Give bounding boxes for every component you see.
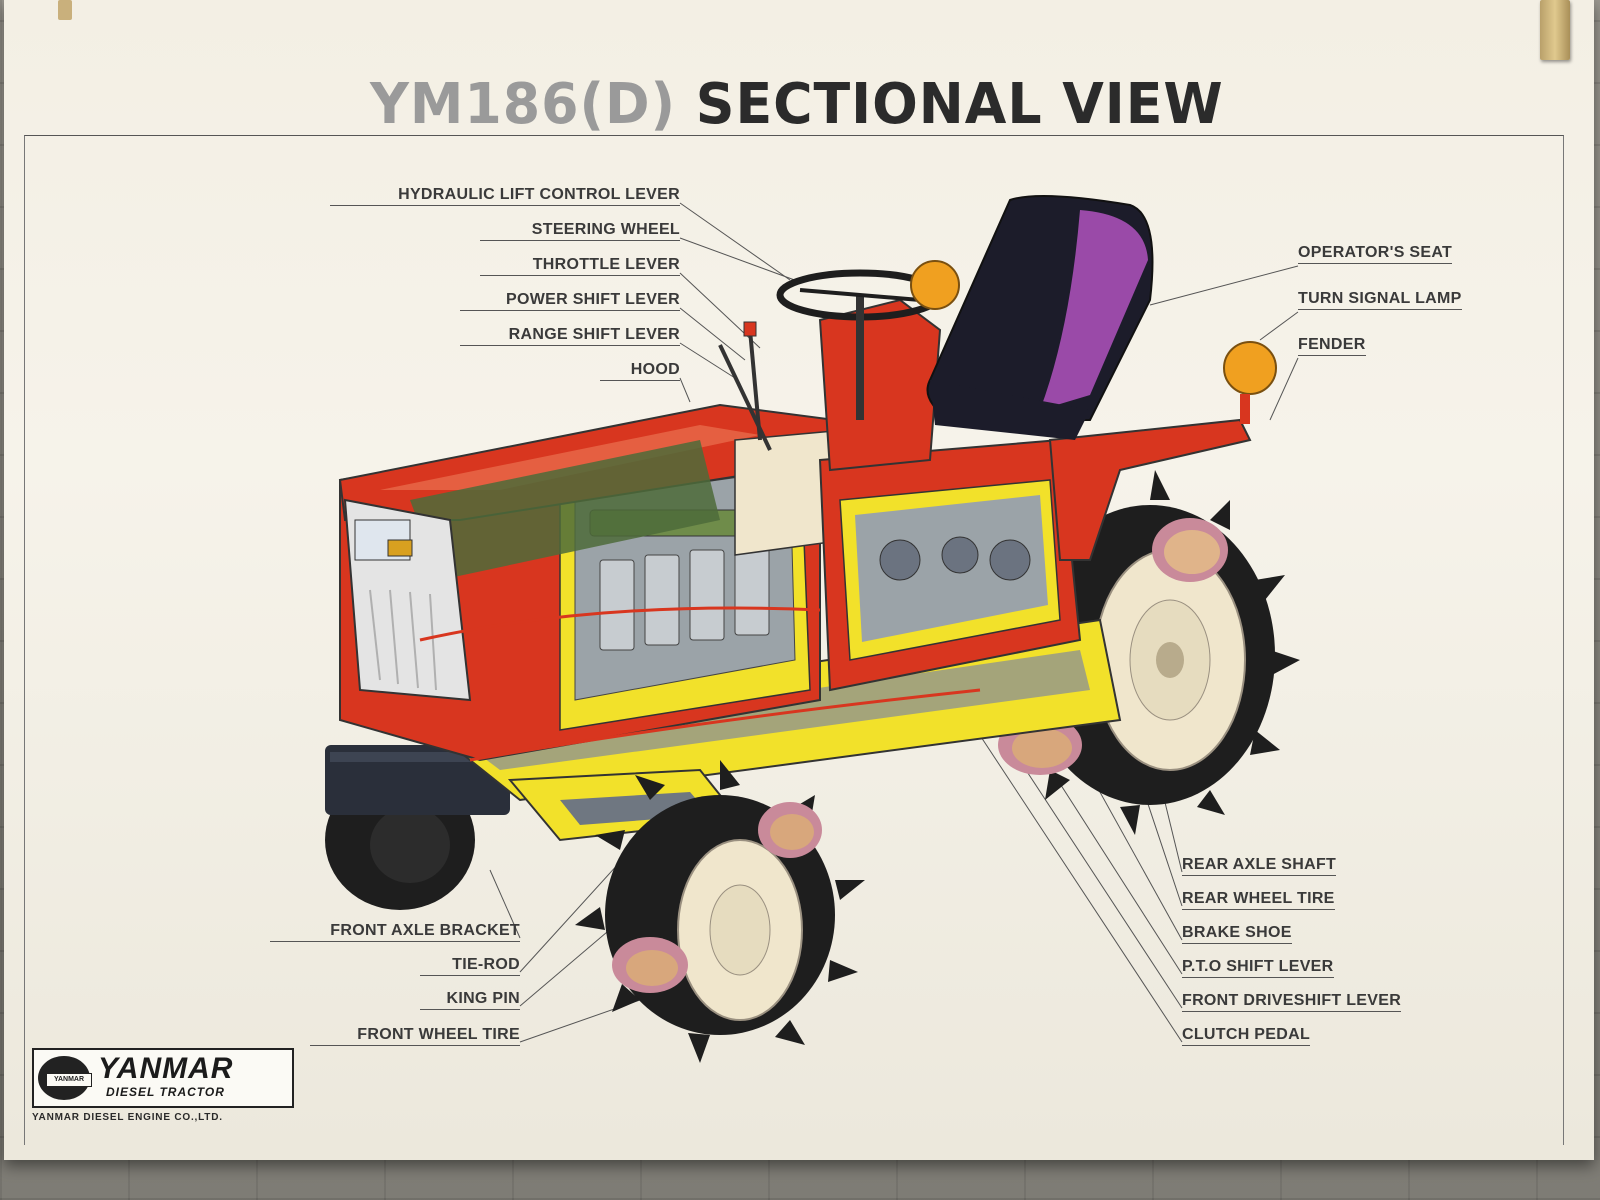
callout-fender: FENDER bbox=[1298, 336, 1366, 356]
callout-hydraulic-lift-control-lever: HYDRAULIC LIFT CONTROL LEVER bbox=[330, 186, 680, 206]
dash-panel bbox=[818, 298, 942, 472]
leader-power-shift bbox=[679, 307, 746, 361]
control-levers bbox=[718, 329, 772, 451]
logo-subtitle: DIESEL TRACTOR bbox=[106, 1085, 225, 1099]
leader-fender bbox=[1269, 357, 1299, 421]
operators-seat bbox=[926, 195, 1154, 440]
callout-front-driveshift-lever: FRONT DRIVESHIFT LEVER bbox=[1182, 992, 1402, 1012]
callout-turn-signal-lamp: TURN SIGNAL LAMP bbox=[1298, 290, 1462, 310]
poster-clip bbox=[1540, 0, 1570, 60]
callout-front-wheel-tire: FRONT WHEEL TIRE bbox=[310, 1026, 520, 1046]
title-model: YM186(D) bbox=[370, 72, 677, 137]
leader-range-shift bbox=[679, 342, 736, 379]
turn-signal-lamp-left bbox=[910, 260, 960, 310]
callout-steering-wheel: STEERING WHEEL bbox=[480, 221, 680, 241]
callout-rear-axle-shaft: REAR AXLE SHAFT bbox=[1182, 856, 1337, 876]
callout-rear-wheel-tire: REAR WHEEL TIRE bbox=[1182, 890, 1335, 910]
title-main: SECTIONAL VIEW bbox=[695, 72, 1224, 137]
leader-throttle bbox=[679, 272, 761, 349]
callout-king-pin: KING PIN bbox=[420, 990, 520, 1010]
callout-power-shift-lever: POWER SHIFT LEVER bbox=[460, 291, 680, 311]
poster-title: YM186(D) SECTIONAL VIEW bbox=[370, 72, 1234, 137]
leader-hydraulic bbox=[679, 202, 791, 281]
logo-brand: YANMAR bbox=[98, 1052, 234, 1085]
poster-clip-left bbox=[58, 0, 72, 20]
company-name: YANMAR DIESEL ENGINE CO.,LTD. bbox=[32, 1112, 223, 1123]
leader-clutch bbox=[959, 704, 1183, 1043]
callout-brake-shoe: BRAKE SHOE bbox=[1182, 924, 1292, 944]
callout-range-shift-lever: RANGE SHIFT LEVER bbox=[460, 326, 680, 346]
turn-signal-lamp-right bbox=[1223, 341, 1277, 395]
callout-throttle-lever: THROTTLE LEVER bbox=[480, 256, 680, 276]
engine-cylinders bbox=[599, 544, 770, 651]
callout-tie-rod: TIE-ROD bbox=[420, 956, 520, 976]
callout-pto-shift-lever: P.T.O SHIFT LEVER bbox=[1182, 958, 1334, 978]
leader-lamp bbox=[1259, 311, 1299, 341]
leader-hood bbox=[679, 377, 691, 403]
hood-interior bbox=[410, 440, 720, 580]
callout-clutch-pedal: CLUTCH PEDAL bbox=[1182, 1026, 1311, 1046]
logo-mark-text: YANMAR bbox=[46, 1073, 92, 1087]
diagram-frame bbox=[24, 135, 1564, 1145]
leader-steering bbox=[679, 237, 801, 283]
callout-front-axle-bracket: FRONT AXLE BRACKET bbox=[270, 922, 520, 942]
front-weight bbox=[325, 745, 510, 815]
callout-hood: HOOD bbox=[600, 361, 680, 381]
yanmar-logo: YANMAR YANMAR DIESEL TRACTOR bbox=[32, 1048, 294, 1108]
leader-axle-bracket bbox=[489, 869, 521, 939]
callout-operators-seat: OPERATOR'S SEAT bbox=[1298, 244, 1453, 264]
leader-seat bbox=[1149, 265, 1299, 306]
yanmar-logo-mark: YANMAR bbox=[38, 1056, 92, 1100]
